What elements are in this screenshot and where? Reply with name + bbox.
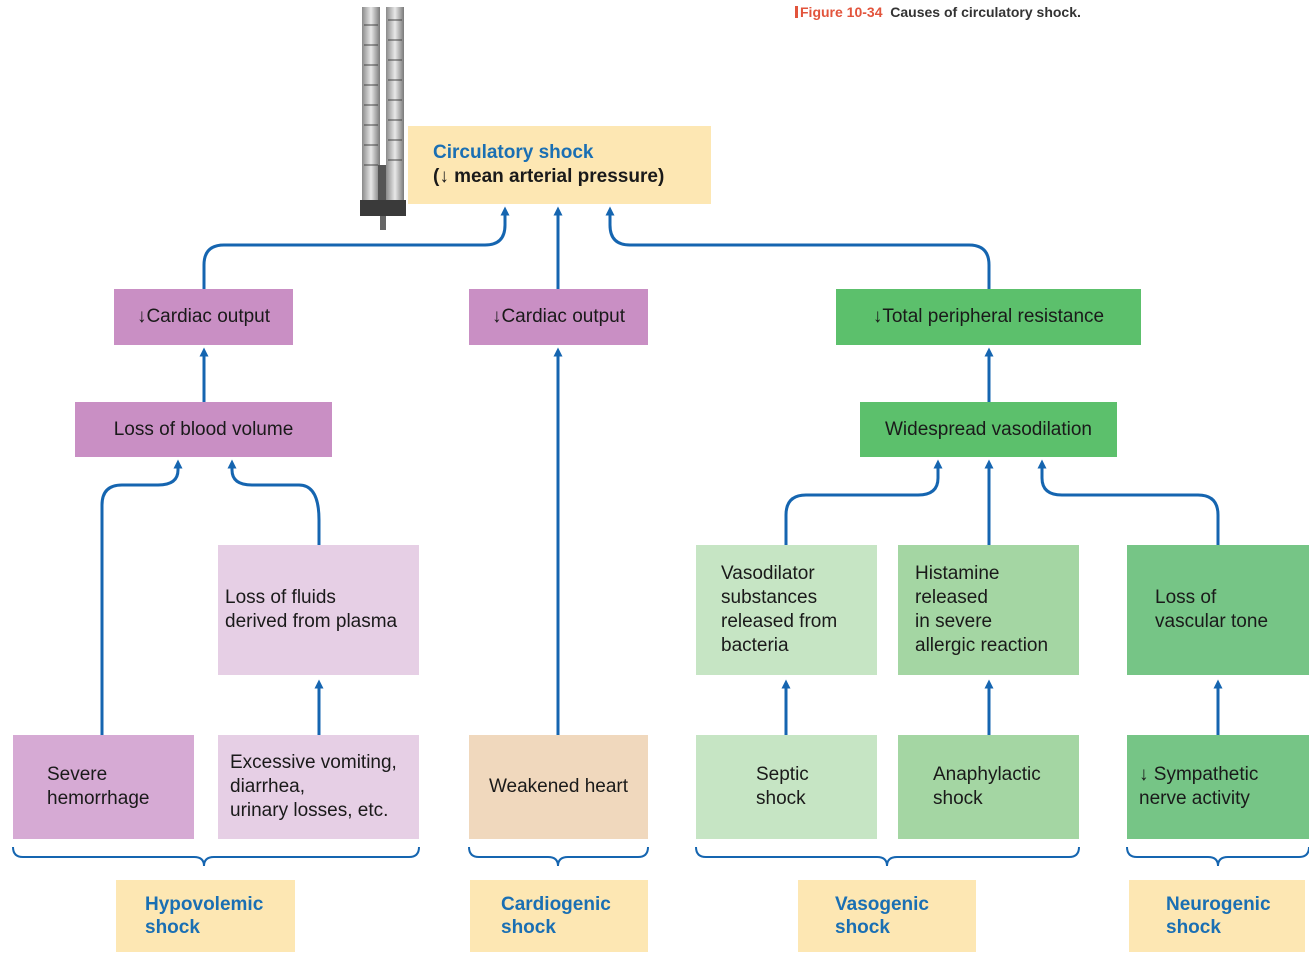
figure-label: Figure 10-34	[800, 4, 883, 20]
loss-of-fluids-box: Loss of fluids derived from plasma	[218, 545, 419, 675]
severe-hemorrhage-box: Severe hemorrhage	[13, 735, 194, 839]
arrow-left-to-top	[202, 206, 510, 289]
caption-marker	[795, 6, 798, 18]
figure-title: Causes of circulatory shock.	[890, 4, 1081, 20]
cardiogenic-shock-label: Cardiogenic shock	[470, 880, 648, 952]
loss-of-vascular-tone-box: Loss of vascular tone	[1127, 545, 1309, 675]
arrow-vascular-tone-up	[1037, 459, 1220, 545]
cardiac-output-left-box: ↓Cardiac output	[114, 289, 293, 345]
brace-neurogenic	[1126, 846, 1309, 867]
brace-hypovolemic	[12, 846, 420, 867]
widespread-vasodilation-box: Widespread vasodilation	[860, 402, 1117, 457]
excessive-vomiting-box: Excessive vomiting, diarrhea, urinary lo…	[218, 735, 419, 839]
manometer-illustration	[360, 7, 406, 230]
brace-vasogenic	[695, 846, 1080, 867]
arrow-right-to-top	[605, 206, 991, 289]
cardiac-output-middle-box: ↓Cardiac output	[469, 289, 648, 345]
arrow-vasodilator-up	[784, 459, 943, 545]
septic-shock-box: Septic shock	[696, 735, 877, 839]
anaphylactic-shock-box: Anaphylactic shock	[898, 735, 1079, 839]
arrow-fluids-up	[227, 459, 321, 545]
total-peripheral-resistance-box: ↓Total peripheral resistance	[836, 289, 1141, 345]
figure-caption: Figure 10-34 Causes of circulatory shock…	[795, 4, 1081, 20]
arrow-hemorrhage-up	[100, 459, 183, 735]
vasogenic-shock-label: Vasogenic shock	[798, 880, 976, 952]
circulatory-shock-box: Circulatory shock (↓ mean arterial press…	[408, 126, 711, 204]
sympathetic-nerve-activity-box: ↓ Sympathetic nerve activity	[1127, 735, 1309, 839]
brace-cardiogenic	[468, 846, 649, 867]
circulatory-shock-title: Circulatory shock	[433, 142, 594, 163]
weakened-heart-box: Weakened heart	[469, 735, 648, 839]
histamine-released-box: Histamine released in severe allergic re…	[898, 545, 1079, 675]
vasodilator-substances-box: Vasodilator substances released from bac…	[696, 545, 877, 675]
hypovolemic-shock-label: Hypovolemic shock	[116, 880, 295, 952]
circulatory-shock-subtitle: (↓ mean arterial pressure)	[433, 166, 665, 187]
loss-of-blood-volume-box: Loss of blood volume	[75, 402, 332, 457]
neurogenic-shock-label: Neurogenic shock	[1129, 880, 1305, 952]
